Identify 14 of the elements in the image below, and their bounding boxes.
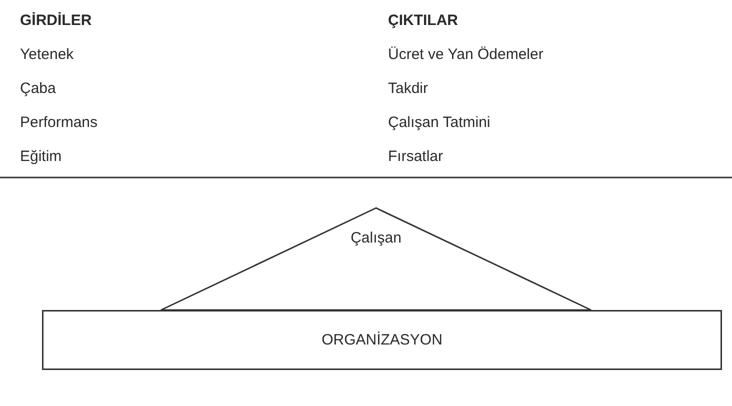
list-item: Fırsatlar	[388, 148, 444, 166]
node-label: Çalışan	[350, 230, 402, 247]
list-item: Performans	[20, 114, 98, 132]
list-item: Eğitim	[20, 148, 62, 166]
base-box	[42, 310, 722, 370]
list-item: Çalışan Tatmini	[388, 114, 490, 132]
column-heading: ÇIKTILAR	[388, 12, 458, 30]
node-label: ORGANİZASYON	[322, 332, 442, 348]
list-item: Takdir	[388, 80, 428, 98]
list-item: Ücret ve Yan Ödemeler	[388, 46, 544, 64]
list-item: Çaba	[20, 80, 56, 98]
column-heading: GİRDİLER	[20, 12, 92, 30]
list-item: Yetenek	[20, 46, 74, 64]
fulcrum-triangle	[160, 207, 592, 311]
